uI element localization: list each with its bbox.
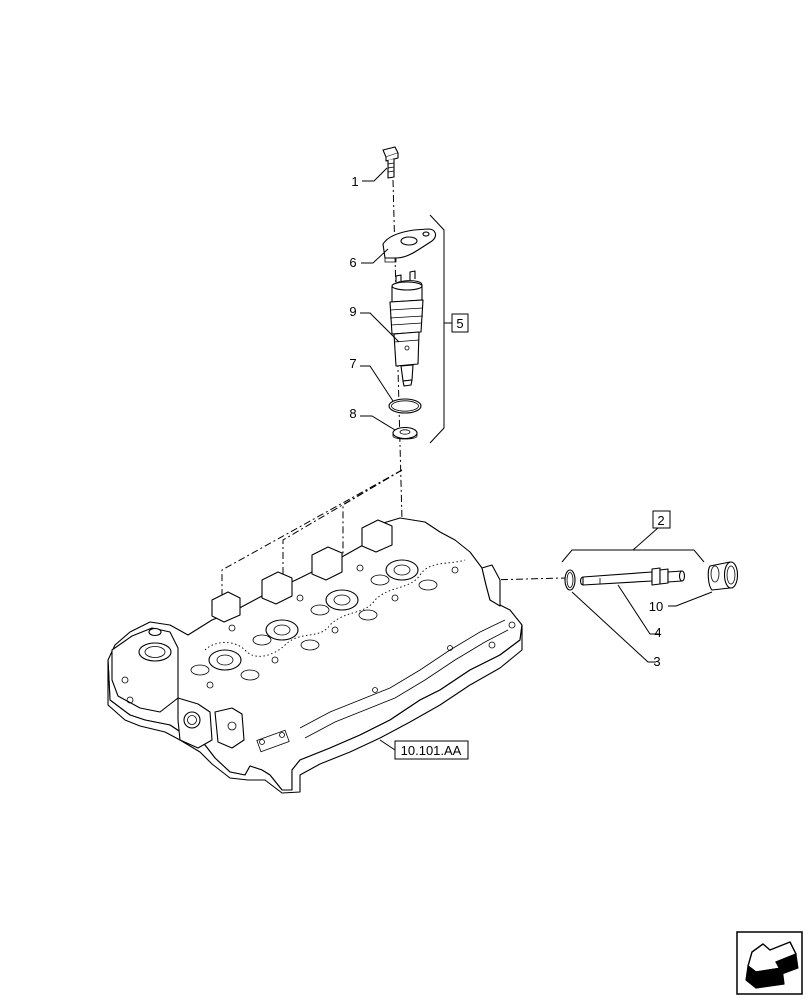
callout-4: 4 bbox=[654, 625, 661, 640]
port-1 bbox=[208, 649, 242, 671]
back-arrow-icon[interactable] bbox=[736, 931, 803, 995]
leader-lines-right bbox=[571, 584, 713, 663]
reference-label: 10.101.AA bbox=[401, 743, 462, 758]
callout-1: 1 bbox=[351, 174, 358, 189]
group-5-box[interactable] bbox=[451, 313, 469, 333]
callout-9: 9 bbox=[349, 304, 356, 319]
clamp-part[interactable] bbox=[382, 228, 437, 263]
port-2 bbox=[265, 619, 299, 641]
leader-lines bbox=[360, 167, 400, 431]
small-o-ring-part[interactable] bbox=[564, 569, 576, 591]
callout-10: 10 bbox=[649, 599, 663, 614]
callout-8: 8 bbox=[349, 406, 356, 421]
group-2-box[interactable] bbox=[652, 510, 671, 529]
group-2-bracket bbox=[561, 526, 705, 563]
connector-tube-part[interactable] bbox=[579, 567, 686, 586]
cylinder-head-part[interactable] bbox=[107, 517, 523, 794]
callout-6: 6 bbox=[349, 255, 356, 270]
reference-box[interactable] bbox=[394, 740, 469, 760]
bolt-part[interactable] bbox=[382, 146, 399, 179]
washer-part[interactable] bbox=[392, 426, 418, 440]
port-4 bbox=[385, 559, 419, 581]
reference-tag[interactable]: 10.101.AA bbox=[379, 739, 469, 760]
callout-7: 7 bbox=[349, 356, 356, 371]
callout-2: 2 bbox=[657, 513, 664, 528]
group-5-bracket bbox=[429, 214, 452, 444]
o-ring-part[interactable] bbox=[388, 398, 422, 414]
callout-5: 5 bbox=[456, 316, 463, 331]
injector-part[interactable] bbox=[389, 270, 424, 387]
callout-3: 3 bbox=[653, 654, 660, 669]
port-3 bbox=[325, 589, 359, 611]
sleeve-part[interactable] bbox=[707, 561, 739, 591]
